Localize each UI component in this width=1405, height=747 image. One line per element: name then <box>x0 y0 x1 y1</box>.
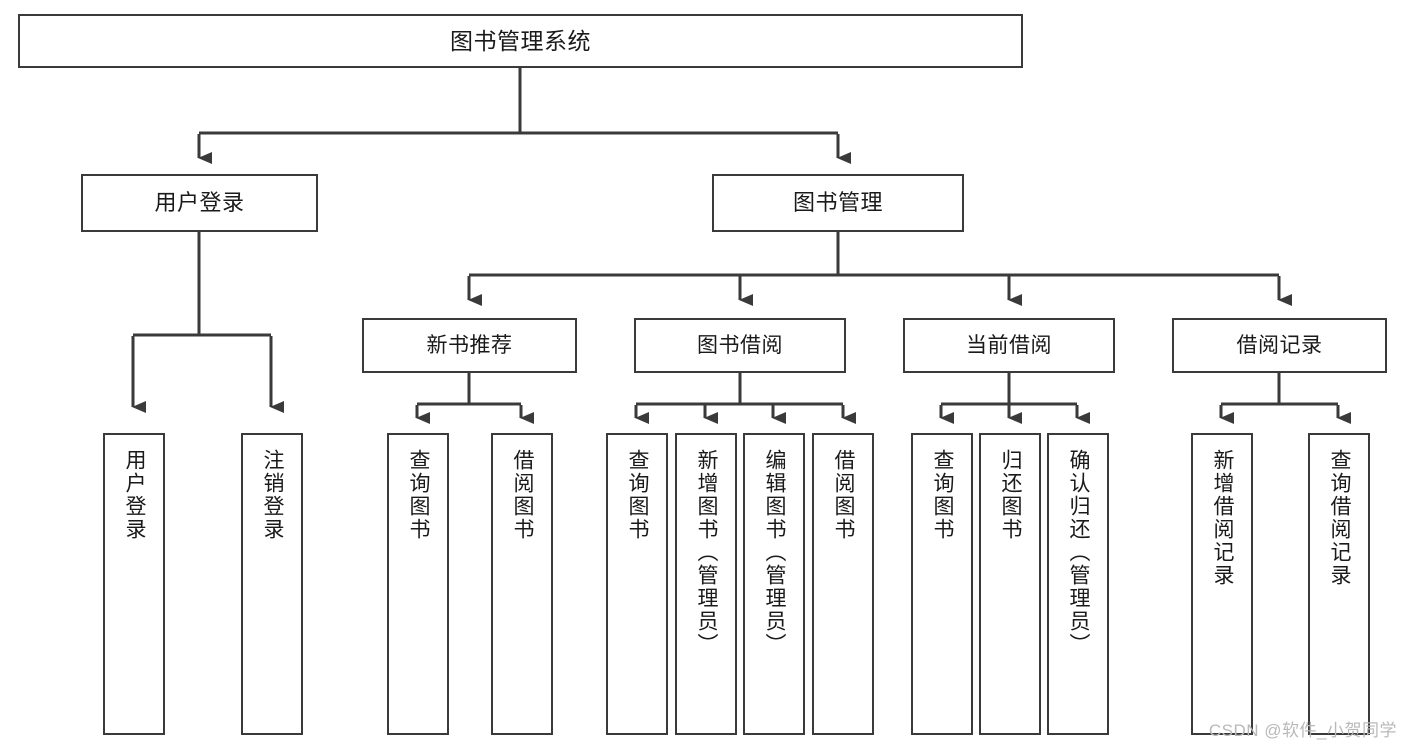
node-current-borrow[interactable]: 当前借阅 <box>903 318 1115 373</box>
node-new-book-recommend[interactable]: 新书推荐 <box>362 318 577 373</box>
leaf-query-book-borrow[interactable]: 查询图书 <box>606 433 668 735</box>
leaf-user-login[interactable]: 用户登录 <box>103 433 165 735</box>
node-root[interactable]: 图书管理系统 <box>18 14 1023 68</box>
node-book-borrow[interactable]: 图书借阅 <box>634 318 846 373</box>
node-user-login-label: 用户登录 <box>154 189 245 215</box>
leaf-query-book-current[interactable]: 查询图书 <box>911 433 973 735</box>
leaf-confirm-return-admin-label: 确认归还（管理员） <box>1067 449 1091 656</box>
leaf-query-borrow-record[interactable]: 查询借阅记录 <box>1308 433 1370 735</box>
node-book-management-label: 图书管理 <box>792 189 883 215</box>
leaf-edit-book-admin-label: 编辑图书（管理员） <box>763 449 787 656</box>
leaf-add-borrow-record[interactable]: 新增借阅记录 <box>1191 433 1253 735</box>
leaf-user-login-label: 用户登录 <box>123 449 147 541</box>
node-book-management[interactable]: 图书管理 <box>712 174 964 232</box>
leaf-logout-label: 注销登录 <box>261 449 285 541</box>
leaf-query-book-new[interactable]: 查询图书 <box>387 433 449 735</box>
node-current-borrow-label: 当前借阅 <box>966 333 1052 357</box>
leaf-borrow-book-label: 借阅图书 <box>832 449 856 541</box>
leaf-add-borrow-record-label: 新增借阅记录 <box>1211 449 1235 587</box>
node-user-login[interactable]: 用户登录 <box>81 174 318 232</box>
node-borrow-record-label: 借阅记录 <box>1236 333 1323 357</box>
leaf-confirm-return-admin[interactable]: 确认归还（管理员） <box>1047 433 1109 735</box>
leaf-add-book-admin[interactable]: 新增图书（管理员） <box>675 433 737 735</box>
node-book-borrow-label: 图书借阅 <box>697 333 783 357</box>
leaf-logout[interactable]: 注销登录 <box>241 433 303 735</box>
leaf-query-book-current-label: 查询图书 <box>931 449 955 541</box>
node-borrow-record[interactable]: 借阅记录 <box>1172 318 1387 373</box>
leaf-query-book-new-label: 查询图书 <box>407 449 431 541</box>
node-new-book-recommend-label: 新书推荐 <box>426 333 513 357</box>
leaf-return-book[interactable]: 归还图书 <box>979 433 1041 735</box>
node-root-label: 图书管理系统 <box>450 27 591 54</box>
leaf-borrow-book-new-label: 借阅图书 <box>511 449 535 541</box>
leaf-borrow-book[interactable]: 借阅图书 <box>812 433 874 735</box>
leaf-edit-book-admin[interactable]: 编辑图书（管理员） <box>743 433 805 735</box>
watermark: CSDN @软件_小贺同学 <box>1208 721 1397 740</box>
leaf-return-book-label: 归还图书 <box>999 449 1023 541</box>
leaf-query-borrow-record-label: 查询借阅记录 <box>1328 449 1352 587</box>
leaf-borrow-book-new[interactable]: 借阅图书 <box>491 433 553 735</box>
leaf-query-book-borrow-label: 查询图书 <box>626 449 650 541</box>
leaf-add-book-admin-label: 新增图书（管理员） <box>695 449 719 656</box>
